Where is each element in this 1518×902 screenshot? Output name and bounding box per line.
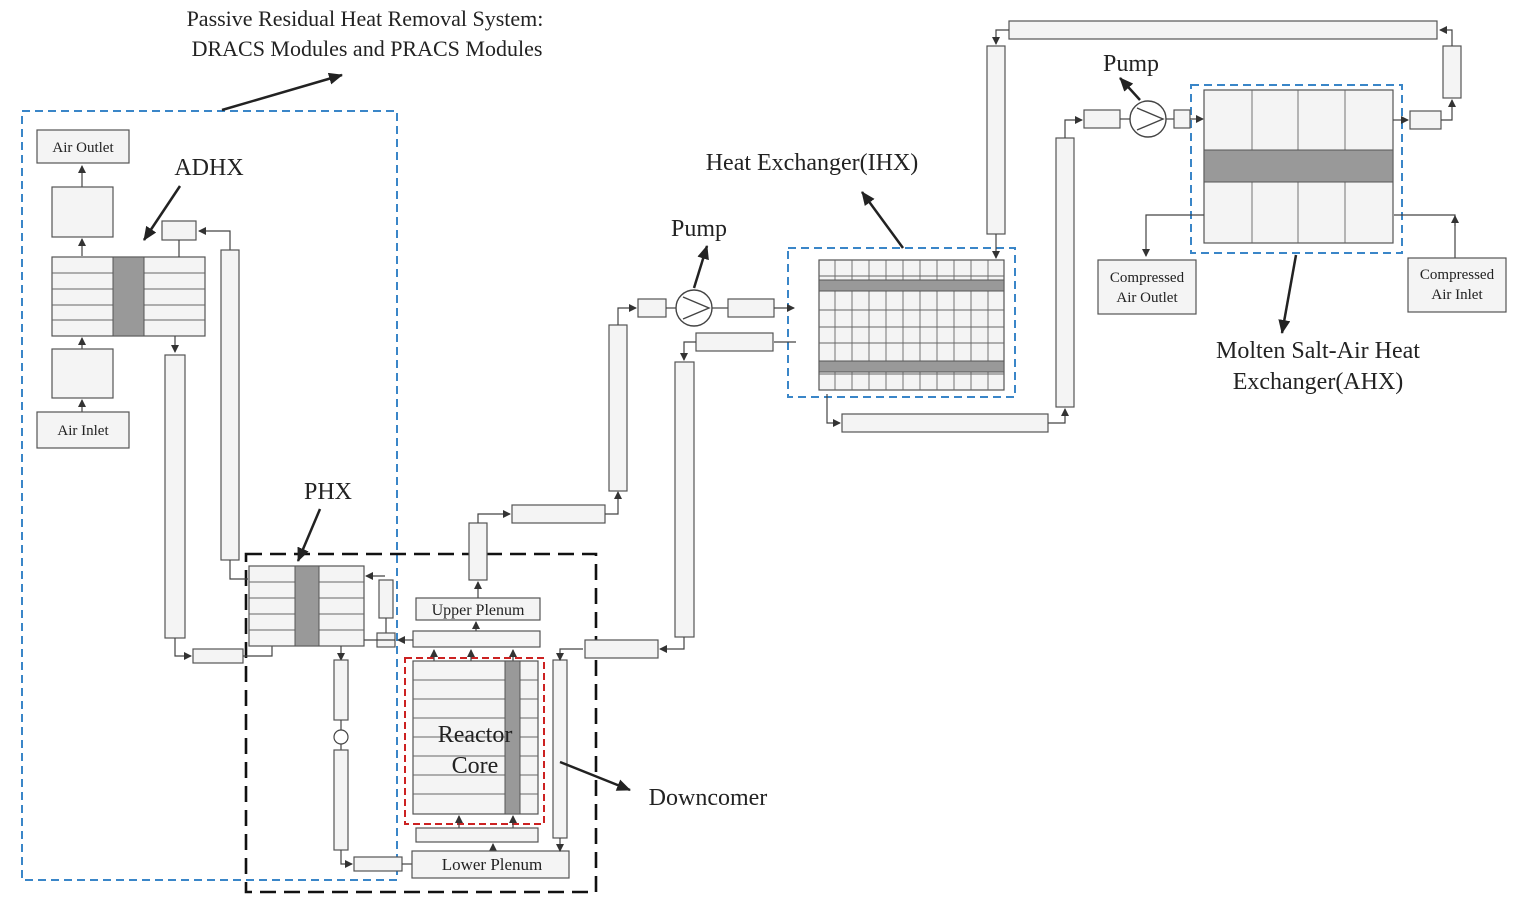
primary-pump-label: Pump bbox=[671, 216, 727, 242]
upper-plenum-pipe bbox=[412, 630, 541, 648]
cold-leg-bottom-turn bbox=[659, 637, 685, 653]
primary-pump-icon bbox=[675, 289, 713, 327]
upper-plenum-label: Upper Plenum bbox=[432, 602, 525, 619]
compressed-air-inlet-label-2: Air Inlet bbox=[1431, 287, 1483, 303]
ahx-label-1: Molten Salt-Air Heat bbox=[1216, 338, 1420, 364]
secondary-bottom-pipe bbox=[841, 413, 1049, 433]
title-pointer-arrow bbox=[221, 72, 343, 112]
adhx-label: ADHX bbox=[174, 155, 243, 181]
adhx-heat-exchanger bbox=[51, 256, 206, 337]
cold-leg-top-turn bbox=[680, 341, 696, 361]
reactor-core-boundary bbox=[404, 657, 545, 825]
compressed-air-outlet-box bbox=[1097, 259, 1197, 315]
hot-leg-up-turn bbox=[605, 491, 622, 515]
dracs-bottom-pipe bbox=[192, 648, 244, 664]
compressed-air-inlet-label-1: Compressed bbox=[1420, 267, 1495, 283]
dracs-hot-leg bbox=[220, 249, 240, 561]
pump-inlet-pipe bbox=[637, 298, 667, 318]
reactor-core-label-2: Core bbox=[452, 753, 499, 779]
phx-to-hot-leg bbox=[229, 560, 248, 580]
ihx-boundary bbox=[787, 247, 1016, 398]
phx-pointer-arrow bbox=[296, 508, 322, 562]
air-outlet-box bbox=[36, 129, 130, 164]
secondary-downcomer bbox=[986, 45, 1006, 235]
primary-loop-boundary bbox=[244, 552, 598, 894]
top-pipe-turn bbox=[992, 29, 1009, 45]
secondary-top-pipe bbox=[1008, 20, 1438, 40]
ihx-pointer-arrow bbox=[860, 191, 905, 249]
dracs-boundary bbox=[21, 110, 398, 881]
dracs-top-flow bbox=[198, 227, 231, 250]
bottom-pipe-to-phx bbox=[243, 646, 273, 657]
check-valve-icon bbox=[333, 729, 349, 745]
phx-heat-exchanger bbox=[248, 565, 365, 647]
phx-return-flow bbox=[340, 850, 353, 868]
cold-leg-top-pipe bbox=[695, 332, 774, 352]
phx-outlet-pipe-1 bbox=[333, 659, 349, 721]
air-outlet-label: Air Outlet bbox=[52, 140, 114, 156]
compressed-air-inlet-line bbox=[1394, 214, 1456, 258]
ahx-pointer-arrow bbox=[1278, 254, 1298, 334]
return-top-turn bbox=[1439, 26, 1453, 46]
secondary-return-riser bbox=[1442, 45, 1462, 99]
compressed-air-inlet-box bbox=[1407, 257, 1507, 313]
hot-leg-turn bbox=[477, 510, 511, 523]
cold-leg-vertical bbox=[674, 361, 695, 638]
secondary-riser-top bbox=[1064, 116, 1083, 138]
secondary-pump-label: Pump bbox=[1103, 51, 1159, 77]
secondary-riser bbox=[1055, 137, 1075, 408]
compressed-air-outlet-line bbox=[1142, 214, 1204, 257]
ahx-return-pipe bbox=[1409, 110, 1442, 130]
phx-outlet-pipe-2 bbox=[333, 749, 349, 851]
reactor-core-label-1: Reactor bbox=[438, 722, 513, 748]
secondary-pump-pointer bbox=[1119, 77, 1141, 101]
ihx-label: Heat Exchanger(IHX) bbox=[706, 150, 919, 176]
hot-leg-horizontal bbox=[511, 504, 606, 524]
air-inlet-box bbox=[36, 411, 130, 449]
ahx-boundary bbox=[1190, 84, 1403, 254]
compressed-air-outlet-label-1: Compressed bbox=[1110, 270, 1185, 286]
lower-plenum-box bbox=[411, 850, 570, 879]
air-outlet-duct bbox=[51, 186, 114, 238]
downcomer-pipe bbox=[552, 659, 568, 839]
pump-outlet-pipe bbox=[727, 298, 775, 318]
hot-leg-vertical bbox=[608, 324, 628, 492]
reactor-core bbox=[412, 660, 539, 815]
lower-plenum-label: Lower Plenum bbox=[442, 855, 543, 874]
downcomer-label: Downcomer bbox=[649, 785, 768, 811]
dracs-cold-leg bbox=[164, 354, 186, 639]
ahx-heat-exchanger bbox=[1203, 89, 1394, 244]
title-line-2: DRACS Modules and PRACS Modules bbox=[192, 36, 543, 61]
dracs-top-pipe bbox=[161, 220, 197, 241]
phx-inlet-riser bbox=[378, 579, 394, 619]
air-inlet-label: Air Inlet bbox=[57, 423, 109, 439]
secondary-pump-icon bbox=[1129, 100, 1167, 138]
ihx-secondary-out bbox=[826, 394, 841, 427]
lower-plenum-pipe bbox=[415, 827, 539, 843]
cold-leg-bottom-flow bbox=[174, 638, 192, 660]
secondary-bottom-turn bbox=[1048, 408, 1069, 424]
downcomer-pointer-arrow bbox=[559, 760, 631, 792]
ahx-return-turn bbox=[1441, 99, 1456, 121]
compressed-air-outlet-label-2: Air Outlet bbox=[1116, 290, 1178, 306]
phx-label: PHX bbox=[304, 479, 352, 505]
lower-return-pipe bbox=[353, 856, 403, 872]
pump2-outlet-pipe bbox=[1173, 109, 1191, 129]
air-inlet-duct bbox=[51, 348, 114, 399]
hot-leg-top-turn bbox=[617, 304, 637, 325]
pump2-inlet-pipe bbox=[1083, 109, 1121, 129]
primary-pump-pointer bbox=[692, 245, 709, 289]
hot-leg-riser bbox=[468, 522, 488, 581]
ahx-label-2: Exchanger(AHX) bbox=[1233, 369, 1404, 395]
adhx-pointer-arrow bbox=[142, 185, 182, 241]
title-line-1: Passive Residual Heat Removal System: bbox=[187, 6, 544, 31]
cold-leg-bottom-pipe bbox=[584, 639, 659, 659]
downcomer-top-flow bbox=[556, 648, 583, 661]
ihx-heat-exchanger bbox=[818, 259, 1005, 391]
